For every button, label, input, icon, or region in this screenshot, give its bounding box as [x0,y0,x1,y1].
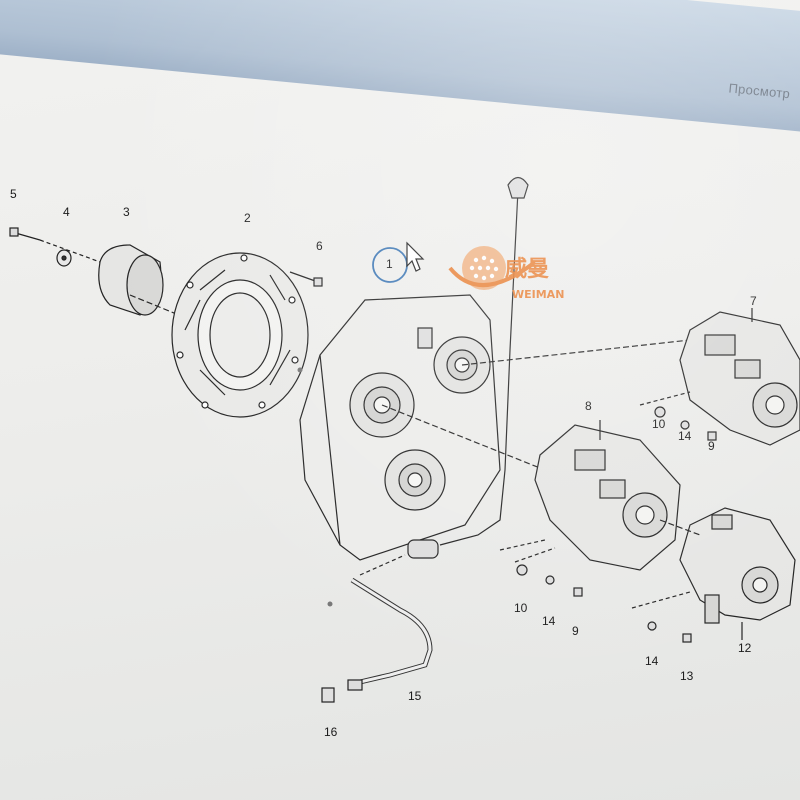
callout-9-lower: 9 [572,624,579,638]
globe-logo-icon [448,246,537,290]
callout-13: 13 [680,669,694,683]
pump-part-8 [534,420,681,571]
leader-lines [499,391,691,609]
watermark-logo: 威曼 WEIMAN [448,246,564,301]
flange-part-2 [171,252,309,418]
callout-10-lower: 10 [514,601,528,615]
callout-16: 16 [324,725,338,739]
pump-part-7 [679,308,800,446]
watermark-chinese: 威曼 [505,256,549,282]
callout-5: 5 [10,187,17,201]
washer-part-4 [56,249,72,267]
callout-15: 15 [408,689,422,703]
pump-part-12 [659,507,796,640]
callout-14-lower: 14 [542,614,556,628]
callout-4: 4 [63,205,70,219]
plug-part-16 [321,687,335,703]
hardware-set-upper [654,406,717,441]
gearbox-housing-part-1 [299,176,691,561]
callout-2: 2 [244,211,251,225]
callout-14-upper: 14 [678,429,692,443]
hardware-set-lower [516,564,583,597]
hardware-set-right [647,621,692,643]
callout-7: 7 [750,294,757,308]
watermark-latin: WEIMAN [512,288,564,301]
callout-10-upper: 10 [652,417,666,431]
callout-6: 6 [316,239,323,253]
bolt-part-5 [9,227,101,263]
callout-3: 3 [123,205,130,219]
hose-part-15 [347,554,433,691]
callout-labels: 1 2 3 4 5 6 7 8 9 9 10 10 12 13 14 14 14… [10,187,757,739]
bolt-part-6 [289,271,323,287]
callout-1: 1 [386,257,393,271]
callout-9-upper: 9 [708,439,715,453]
callout-14-right: 14 [645,654,659,668]
callout-12: 12 [738,641,752,655]
mouse-pointer-icon [406,241,425,272]
callout-8: 8 [585,399,592,413]
